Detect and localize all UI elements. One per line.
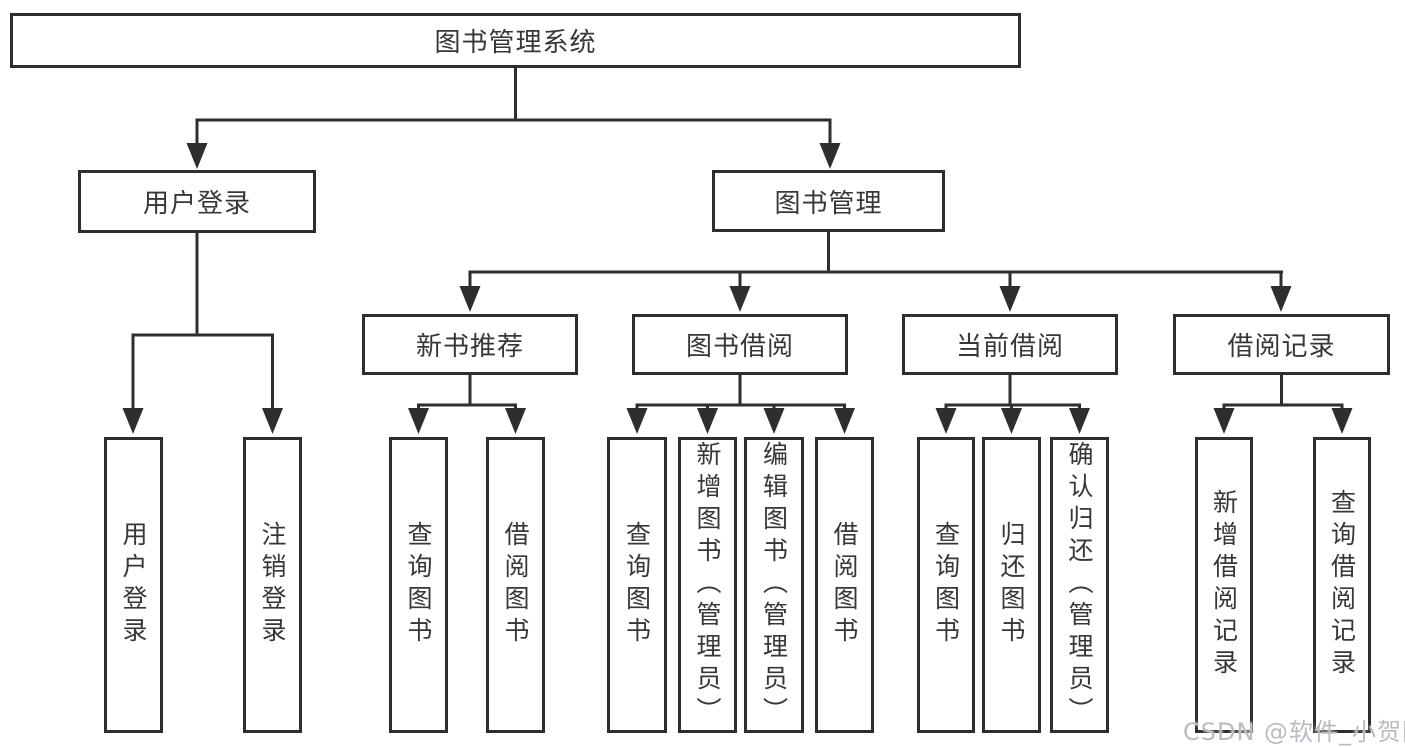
node-book-management: 图书管理 [712,170,945,232]
node-leaf-add-borrow-record: 新增借阅记录 [1195,437,1253,733]
arrowhead-icon [1270,286,1292,312]
arrowhead-icon [186,143,208,169]
connector-current-borrow-branch [935,375,1090,434]
connector-root-to-level2 [186,68,841,169]
node-new-book-recommend: 新书推荐 [362,314,578,375]
arrowhead-icon [1001,408,1022,434]
node-borrow-records: 借阅记录 [1173,314,1390,375]
connector-line [417,375,517,410]
node-leaf-label: 编辑图书（管理员） [759,441,789,729]
connector-user-login-branch [122,233,283,434]
node-leaf-borrow-book: 借阅图书 [815,437,874,733]
arrowhead-icon [697,408,718,434]
node-leaf-label: 确认归还（管理员） [1065,441,1094,729]
node-leaf-label: 查询借阅记录 [1327,489,1357,681]
node-leaf-confirm-return-admin: 确认归还（管理员） [1050,437,1109,733]
arrowhead-icon [729,286,751,312]
node-leaf-return-book: 归还图书 [982,437,1041,733]
node-current-borrow: 当前借阅 [902,314,1118,375]
arrowhead-icon [1069,408,1090,434]
node-leaf-edit-book-admin: 编辑图书（管理员） [744,437,804,733]
connector-borrow-records-branch [1213,375,1353,434]
connector-new-book-recommend-branch [408,375,526,434]
node-leaf-label: 借阅图书 [501,521,530,649]
arrowhead-icon [505,408,526,434]
connector-book-management-branch [459,232,1292,312]
arrowhead-icon [763,408,785,434]
node-leaf-query-book: 查询图书 [389,437,448,733]
node-leaf-add-book-admin: 新增图书（管理员） [678,437,737,733]
node-leaf-label: 注销登录 [258,521,287,649]
arrowhead-icon [626,408,648,434]
arrowhead-icon [1213,408,1235,434]
connector-line [131,233,274,410]
connector-line [1222,375,1344,410]
arrowhead-icon [459,286,481,312]
arrowhead-icon [122,408,144,434]
node-leaf-label: 新增借阅记录 [1209,489,1239,681]
node-leaf-label: 查询图书 [931,521,961,649]
node-leaf-query-book: 查询图书 [917,437,975,733]
node-leaf-borrow-book: 借阅图书 [486,437,545,733]
node-leaf-query-book: 查询图书 [607,437,667,733]
connector-line [635,375,846,410]
node-leaf-query-borrow-record: 查询借阅记录 [1313,437,1371,733]
node-leaf-label: 查询图书 [404,521,433,649]
arrowhead-icon [819,143,841,169]
node-leaf-label: 归还图书 [997,521,1026,649]
arrowhead-icon [935,408,957,434]
arrowhead-icon [999,286,1021,312]
node-leaf-label: 用户登录 [119,521,148,649]
node-leaf-label: 新增图书（管理员） [693,441,722,729]
watermark: CSDN @软件_小贺同学 [1183,718,1405,746]
connector-line [944,375,1081,410]
arrowhead-icon [262,408,283,434]
node-leaf-logout: 注销登录 [243,437,302,733]
node-book-borrow: 图书借阅 [632,314,848,375]
node-leaf-label: 查询图书 [622,521,652,649]
arrowhead-icon [834,408,855,434]
connector-book-borrow-branch [626,375,855,434]
connector-line [468,232,1283,287]
node-user-login: 用户登录 [78,170,316,233]
connector-line [195,68,832,146]
node-leaf-label: 借阅图书 [830,521,859,649]
node-leaf-user-login: 用户登录 [104,437,163,733]
arrowhead-icon [408,408,429,434]
arrowhead-icon [1331,408,1353,434]
node-root-system: 图书管理系统 [10,13,1021,68]
